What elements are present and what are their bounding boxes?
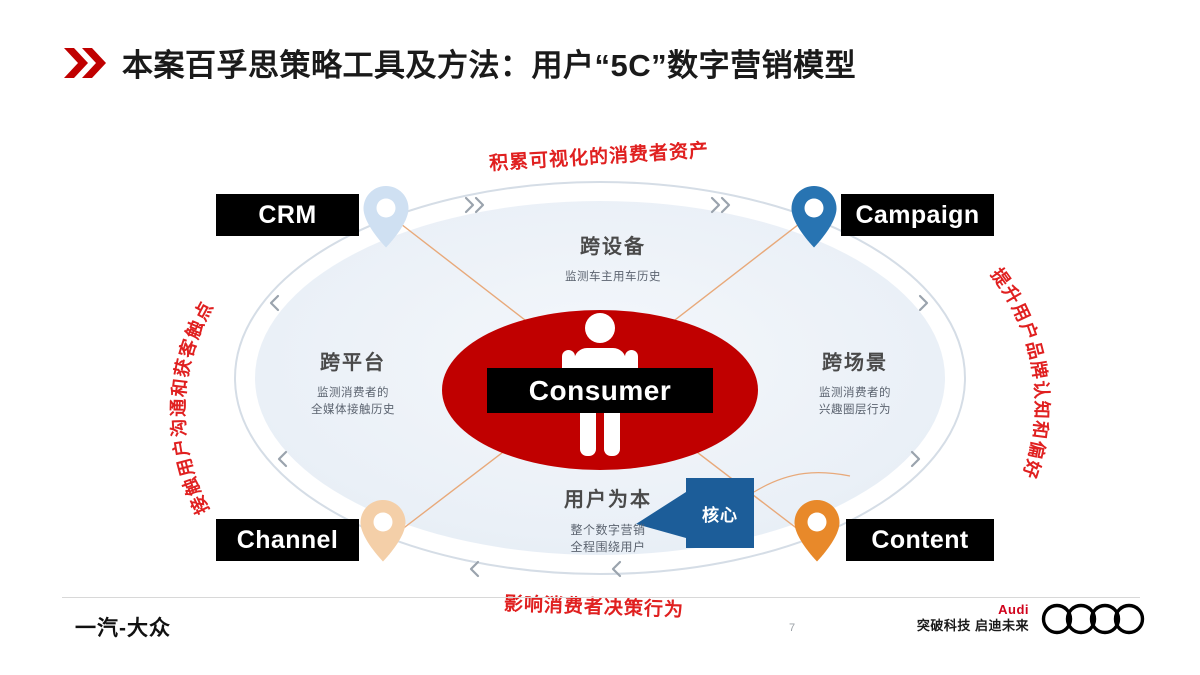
brand-faw-vw: 一汽-大众 <box>75 617 171 640</box>
corner-label-content-text: Content <box>871 525 969 554</box>
corner-label-channel[interactable]: Channel <box>216 519 359 561</box>
core-callout-text: 核心 <box>702 505 738 525</box>
page-number: 7 <box>789 622 796 634</box>
core-callout-pointer <box>636 492 686 538</box>
caption-right-text: 提升用户品牌认知和偏好 <box>987 264 1051 482</box>
pin-campaign <box>791 186 837 248</box>
audi-slogan: 突破科技 启迪未来 <box>916 617 1029 633</box>
core-callout: 核心 <box>686 478 754 548</box>
quadrant-right-heading: 跨场景 <box>822 352 888 374</box>
quadrant-bottom: 用户为本 整个数字营销 全程围绕用户 <box>508 483 708 557</box>
audi-rings-icon <box>1041 602 1145 636</box>
quadrant-top: 跨设备 监测车主用车历史 <box>513 230 713 286</box>
page-title: 本案百孚思策略工具及方法：用户“5C”数字营销模型 <box>62 40 856 85</box>
corner-label-crm-text: CRM <box>258 200 317 229</box>
audi-wordmark: Audi <box>998 601 1029 617</box>
consumer-label-text: Consumer <box>528 374 672 406</box>
corner-label-crm[interactable]: CRM <box>216 194 359 236</box>
corner-label-campaign-text: Campaign <box>855 200 980 229</box>
corner-label-channel-text: Channel <box>236 525 339 554</box>
quadrant-right: 跨场景 监测消费者的 兴趣圈层行为 <box>760 346 950 418</box>
page-title-text: 本案百孚思策略工具及方法：用户“5C”数字营销模型 <box>122 48 857 83</box>
quadrant-left-sub-line2: 全媒体接触历史 <box>311 403 395 416</box>
pin-content <box>794 500 840 562</box>
pin-crm <box>363 186 409 248</box>
footer-divider <box>62 597 1140 598</box>
quadrant-right-sub-line1: 监测消费者的 <box>819 387 891 399</box>
core-leader-line <box>753 472 851 493</box>
quadrant-top-sub: 监测车主用车历史 <box>565 271 661 283</box>
quadrant-bottom-sub-line2: 全程围绕用户 <box>570 540 646 555</box>
outer-ellipse <box>234 181 966 575</box>
quadrant-left-heading: 跨平台 <box>320 352 386 374</box>
quadrant-bottom-heading: 用户为本 <box>564 489 652 511</box>
caption-left-text: 接触用户沟通和获客触点 <box>167 297 216 518</box>
pin-channel <box>360 500 406 562</box>
brand-audi-block: Audi 突破科技 启迪未来 <box>917 602 1145 636</box>
svg-text:提升用户品牌认知和偏好: 提升用户品牌认知和偏好 <box>987 264 1053 482</box>
consumer-label: Consumer <box>487 368 713 413</box>
quadrant-top-heading: 跨设备 <box>580 236 646 258</box>
corner-label-content[interactable]: Content <box>846 519 994 561</box>
corner-label-campaign[interactable]: Campaign <box>841 194 994 236</box>
ring-direction-arrows <box>269 196 929 578</box>
svg-text:接触用户沟通和获客触点: 接触用户沟通和获客触点 <box>167 297 217 518</box>
quadrant-right-sub-line2: 兴趣圈层行为 <box>819 403 891 416</box>
quadrant-bottom-sub-line1: 整个数字营销 <box>570 523 646 537</box>
quadrant-left-sub-line1: 监测消费者的 <box>317 387 389 399</box>
quadrant-left: 跨平台 监测消费者的 全媒体接触历史 <box>258 346 448 418</box>
double-chevron-icon <box>62 46 108 80</box>
